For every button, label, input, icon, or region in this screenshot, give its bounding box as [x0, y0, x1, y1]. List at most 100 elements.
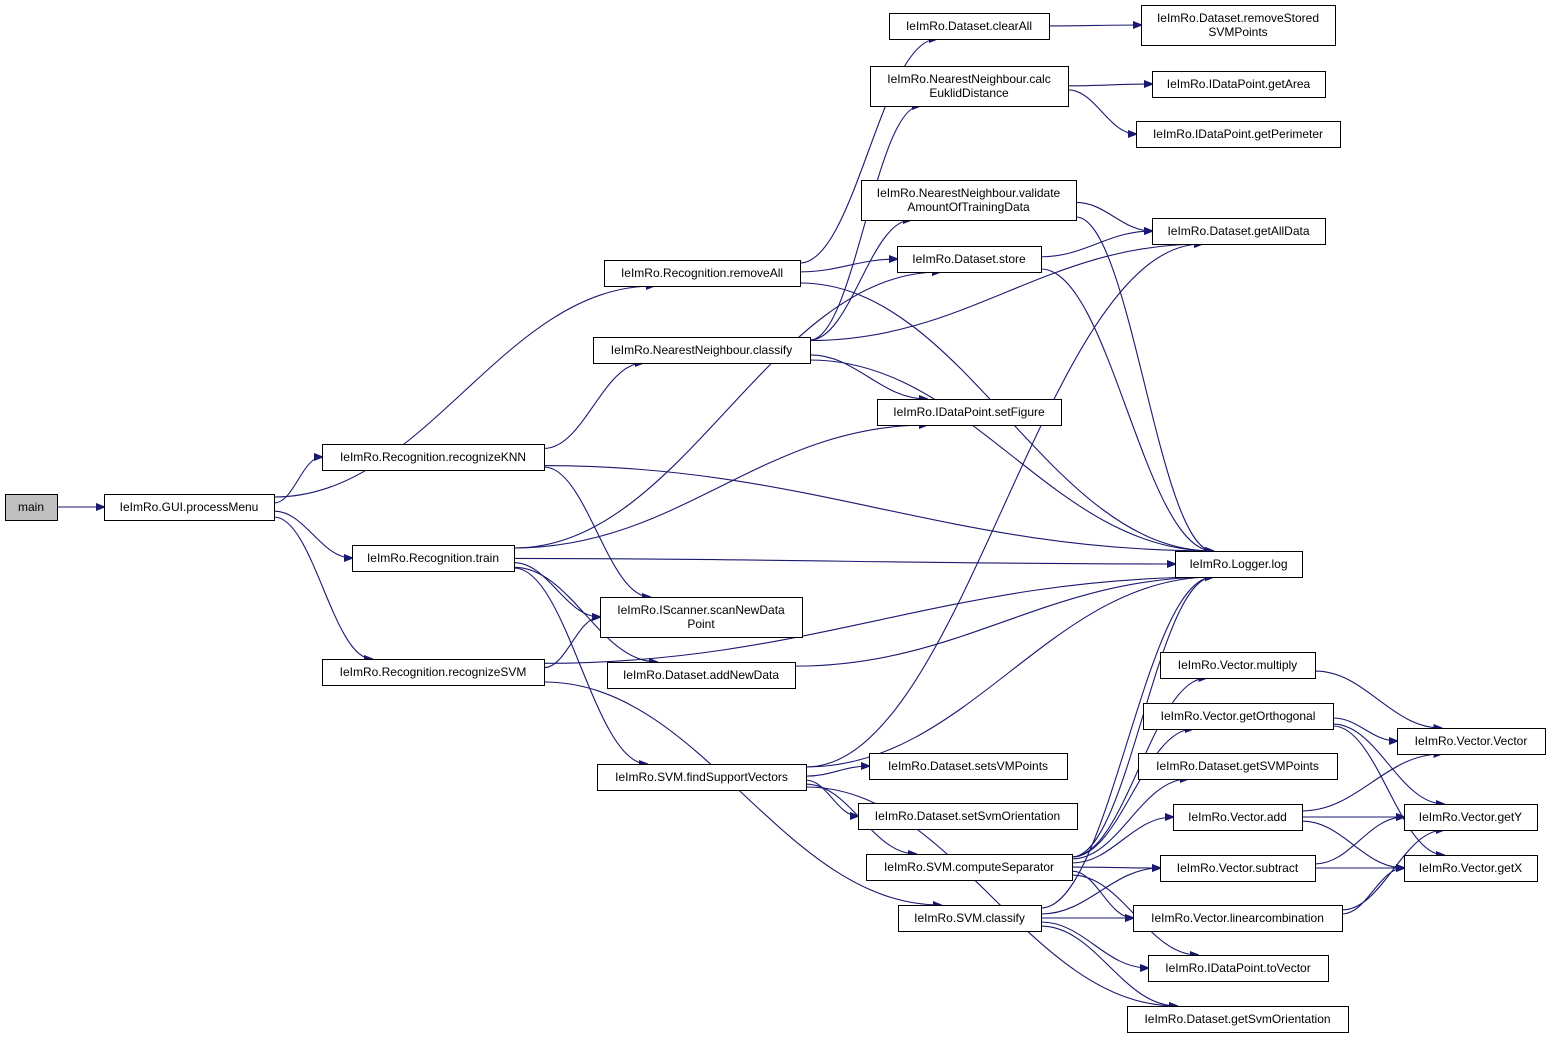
node-box [1404, 804, 1538, 831]
edge-nnClassify-to-validate [809, 220, 911, 341]
node-label: IeImRo.GUI.processMenu [120, 500, 259, 514]
edge-recognizeSVM-to-log [543, 577, 1213, 664]
node-vadd[interactable]: IeImRo.Vector.add [1173, 804, 1303, 831]
edge-processMenu-to-recognizeKNN [273, 457, 322, 504]
node-label: IeImRo.Dataset.getSvmOrientation [1144, 1012, 1330, 1026]
node-store[interactable]: IeImRo.Dataset.store [897, 246, 1042, 273]
node-label: IeImRo.Recognition.train [367, 551, 499, 565]
node-box [897, 246, 1042, 273]
edge-clearAll-to-removeStored [1048, 25, 1141, 26]
node-subtract[interactable]: IeImRo.Vector.subtract [1160, 855, 1316, 882]
edge-findSupport-to-log [805, 577, 1213, 768]
node-box [869, 753, 1068, 780]
edge-computeSep-to-linear [1071, 870, 1133, 918]
node-findSupport[interactable]: IeImRo.SVM.findSupportVectors [597, 764, 807, 791]
node-calcEuklid[interactable]: IeImRo.NearestNeighbour.calcEuklidDistan… [870, 66, 1069, 107]
edge-svmClassify-to-log [1040, 577, 1213, 909]
node-processMenu[interactable]: IeImRo.GUI.processMenu [104, 494, 275, 521]
node-box [1173, 804, 1303, 831]
edge-processMenu-to-removeAll [273, 286, 654, 498]
edge-vadd-to-vector [1301, 754, 1441, 812]
node-box [1160, 652, 1316, 679]
node-box [5, 494, 58, 521]
node-label: Point [687, 617, 715, 631]
node-box [322, 444, 545, 471]
node-log[interactable]: IeImRo.Logger.log [1175, 551, 1303, 578]
node-label: IeImRo.Dataset.getSVMPoints [1156, 759, 1319, 773]
node-label: AmountOfTrainingData [907, 200, 1030, 214]
node-train[interactable]: IeImRo.Recognition.train [352, 545, 515, 572]
node-main[interactable]: main [5, 494, 58, 521]
node-box [866, 854, 1073, 881]
node-svmClassify[interactable]: IeImRo.SVM.classify [898, 905, 1042, 932]
node-label: IeImRo.IDataPoint.getPerimeter [1153, 127, 1323, 141]
node-linear[interactable]: IeImRo.Vector.linearcombination [1133, 905, 1343, 932]
edge-recognizeSVM-to-scanNew [543, 617, 600, 669]
node-addNewData[interactable]: IeImRo.Dataset.addNewData [607, 662, 796, 689]
node-nnClassify[interactable]: IeImRo.NearestNeighbour.classify [593, 337, 811, 364]
edge-store-to-log [1040, 268, 1213, 551]
node-setSvmOrient[interactable]: IeImRo.Dataset.setSvmOrientation [858, 803, 1078, 830]
node-box [607, 662, 796, 689]
node-label: IeImRo.SVM.computeSeparator [884, 860, 1054, 874]
node-label: IeImRo.IDataPoint.setFigure [893, 405, 1045, 419]
edge-processMenu-to-train [273, 510, 352, 558]
node-box [593, 337, 811, 364]
edge-multiply-to-vector [1314, 670, 1441, 728]
node-getAllData[interactable]: IeImRo.Dataset.getAllData [1152, 218, 1326, 245]
node-label: IeImRo.Vector.getOrthogonal [1161, 709, 1316, 723]
node-getPerimeter[interactable]: IeImRo.IDataPoint.getPerimeter [1136, 121, 1341, 148]
node-getArea[interactable]: IeImRo.IDataPoint.getArea [1152, 71, 1326, 98]
edge-getOrth-to-vector [1332, 717, 1397, 741]
node-getSVMPoints[interactable]: IeImRo.Dataset.getSVMPoints [1138, 753, 1338, 780]
node-multiply[interactable]: IeImRo.Vector.multiply [1160, 652, 1316, 679]
edge-calcEuklid-to-getPerimeter [1067, 89, 1136, 134]
edge-train-to-scanNew [513, 562, 600, 617]
node-setFigure[interactable]: IeImRo.IDataPoint.setFigure [877, 399, 1062, 426]
node-validate[interactable]: IeImRo.NearestNeighbour.validateAmountOf… [861, 180, 1077, 221]
node-getY[interactable]: IeImRo.Vector.getY [1404, 804, 1538, 831]
node-box [1152, 71, 1326, 98]
node-setsVM[interactable]: IeImRo.Dataset.setsVMPoints [869, 753, 1068, 780]
node-box [898, 905, 1042, 932]
node-computeSep[interactable]: IeImRo.SVM.computeSeparator [866, 854, 1073, 881]
edge-svmClassify-to-getSvmOrient [1040, 925, 1177, 1006]
node-label: IeImRo.Dataset.setSvmOrientation [875, 809, 1060, 823]
node-label: IeImRo.SVM.classify [914, 911, 1025, 925]
edge-findSupport-to-setsVM [805, 766, 869, 777]
node-box [600, 597, 803, 638]
node-label: IeImRo.Dataset.clearAll [906, 19, 1032, 33]
node-toVector[interactable]: IeImRo.IDataPoint.toVector [1148, 955, 1329, 982]
node-box [861, 180, 1077, 221]
node-box [1404, 855, 1538, 882]
edge-linear-to-getX [1341, 868, 1404, 915]
edge-processMenu-to-recognizeSVM [273, 516, 372, 659]
node-box [1133, 905, 1343, 932]
node-recognizeKNN[interactable]: IeImRo.Recognition.recognizeKNN [322, 444, 545, 471]
edge-recognizeSVM-to-svmClassify [543, 681, 941, 905]
edge-svmClassify-to-toVector [1040, 921, 1148, 968]
node-getX[interactable]: IeImRo.Vector.getX [1404, 855, 1538, 882]
edge-vadd-to-getX [1301, 820, 1404, 868]
edge-train-to-log [513, 557, 1175, 564]
node-box [858, 803, 1078, 830]
node-box [604, 260, 801, 287]
node-label: IeImRo.Vector.linearcombination [1151, 911, 1324, 925]
node-label: IeImRo.Vector.Vector [1415, 734, 1528, 748]
node-vector[interactable]: IeImRo.Vector.Vector [1397, 728, 1546, 755]
node-recognizeSVM[interactable]: IeImRo.Recognition.recognizeSVM [322, 659, 545, 686]
node-getSvmOrient[interactable]: IeImRo.Dataset.getSvmOrientation [1127, 1006, 1349, 1033]
edge-store-to-getAllData [1040, 231, 1152, 258]
node-box [1175, 551, 1303, 578]
node-label: IeImRo.Logger.log [1189, 557, 1287, 571]
node-getOrth[interactable]: IeImRo.Vector.getOrthogonal [1143, 703, 1334, 730]
node-box [870, 66, 1069, 107]
node-label: IeImRo.Dataset.getAllData [1167, 224, 1309, 238]
node-removeAll[interactable]: IeImRo.Recognition.removeAll [604, 260, 801, 287]
edge-recognizeKNN-to-nnClassify [543, 363, 643, 449]
node-clearAll[interactable]: IeImRo.Dataset.clearAll [889, 13, 1050, 40]
